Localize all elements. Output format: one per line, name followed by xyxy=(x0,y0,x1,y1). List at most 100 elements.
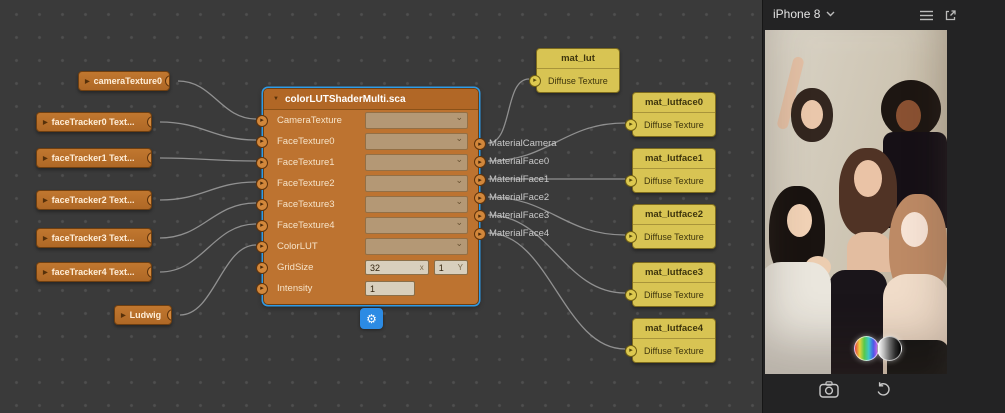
material-row-diffuse: Diffuse Texture xyxy=(625,113,715,136)
lut-swatch-grayscale[interactable] xyxy=(877,336,902,361)
input-socket[interactable] xyxy=(256,282,268,295)
output-socket[interactable] xyxy=(147,116,151,128)
output-label: MaterialFace0 xyxy=(489,155,550,167)
device-selector[interactable]: iPhone 8 xyxy=(773,7,835,21)
camera-preview[interactable] xyxy=(765,30,947,374)
input-socket[interactable] xyxy=(256,198,268,211)
node-mat-lutface2[interactable]: mat_lutface2 Diffuse Texture xyxy=(625,204,716,249)
node-mat-lutface4[interactable]: mat_lutface4 Diffuse Texture xyxy=(625,318,716,363)
menu-button[interactable] xyxy=(918,8,934,22)
node-mat-lut[interactable]: mat_lut Diffuse Texture xyxy=(529,48,620,93)
input-socket[interactable] xyxy=(256,135,268,148)
person-figure xyxy=(847,232,891,272)
input-socket[interactable] xyxy=(256,177,268,190)
shader-output-labels: MaterialCamera MaterialFace0 MaterialFac… xyxy=(489,134,557,242)
node-mat-lutface3[interactable]: mat_lutface3 Diffuse Texture xyxy=(625,262,716,307)
input-label: FaceTexture4 xyxy=(277,220,335,231)
facetexture3-dropdown[interactable] xyxy=(365,196,468,213)
connection-wire xyxy=(179,244,257,316)
node-facetracker4-texture[interactable]: ▶ faceTracker4 Text... xyxy=(36,262,152,282)
gear-icon: ⚙ xyxy=(366,311,377,326)
cameratexture-dropdown[interactable] xyxy=(365,112,468,129)
facetexture0-dropdown[interactable] xyxy=(365,133,468,150)
input-socket[interactable] xyxy=(625,288,637,301)
lut-swatch-rainbow[interactable] xyxy=(854,336,879,361)
y-axis-label: Y xyxy=(457,263,463,272)
node-facetracker2-texture[interactable]: ▶ faceTracker2 Text... xyxy=(36,190,152,210)
input-socket[interactable] xyxy=(256,219,268,232)
shader-row-cameratexture: CameraTexture xyxy=(256,110,478,131)
node-label: faceTracker4 Text... xyxy=(51,267,135,277)
node-facetracker0-texture[interactable]: ▶ faceTracker0 Text... xyxy=(36,112,152,132)
output-socket[interactable] xyxy=(165,75,169,87)
output-socket[interactable] xyxy=(147,266,151,278)
input-socket[interactable] xyxy=(625,118,637,131)
node-facetracker1-texture[interactable]: ▶ faceTracker1 Text... xyxy=(36,148,152,168)
material-node-title: mat_lut xyxy=(537,49,619,69)
facetexture1-dropdown[interactable] xyxy=(365,154,468,171)
input-socket[interactable] xyxy=(256,240,268,253)
connection-wire xyxy=(159,121,257,141)
material-row-diffuse: Diffuse Texture xyxy=(625,283,715,306)
input-socket[interactable] xyxy=(256,156,268,169)
node-mat-lutface1[interactable]: mat_lutface1 Diffuse Texture xyxy=(625,148,716,193)
node-ludwig-lut[interactable]: ▶ Ludwig xyxy=(114,305,172,325)
input-socket[interactable] xyxy=(529,74,541,87)
facetexture2-dropdown[interactable] xyxy=(365,175,468,192)
input-socket[interactable] xyxy=(625,174,637,187)
output-socket-materialface4[interactable] xyxy=(474,228,486,240)
diffuse-texture-label: Diffuse Texture xyxy=(644,175,704,186)
patch-canvas[interactable]: ▶ cameraTexture0 ▶ faceTracker0 Text... … xyxy=(0,0,762,413)
input-label: GridSize xyxy=(277,262,314,273)
node-label: faceTracker1 Text... xyxy=(51,153,135,163)
node-colorlutshadermulti[interactable]: ▼ colorLUTShaderMulti.sca CameraTexture … xyxy=(256,88,486,305)
output-socket-materialface2[interactable] xyxy=(474,192,486,204)
connection-wire xyxy=(159,202,257,239)
person-figure xyxy=(896,100,921,131)
node-label: faceTracker3 Text... xyxy=(51,233,135,243)
output-socket-materialcamera[interactable] xyxy=(474,138,486,150)
shader-row-facetexture1: FaceTexture1 xyxy=(256,152,478,173)
shader-row-facetexture0: FaceTexture0 xyxy=(256,131,478,152)
facetexture4-dropdown[interactable] xyxy=(365,217,468,234)
popout-button[interactable] xyxy=(942,8,958,22)
edit-shader-button[interactable]: ⚙ xyxy=(360,308,383,329)
node-label: faceTracker2 Text... xyxy=(51,195,135,205)
intensity-value: 1 xyxy=(370,283,376,294)
output-socket[interactable] xyxy=(167,309,171,321)
collapsed-triangle-icon: ▶ xyxy=(43,119,48,126)
gridsize-y-field[interactable]: 1 Y xyxy=(433,260,468,275)
colorlut-dropdown[interactable] xyxy=(365,238,468,255)
input-label: ColorLUT xyxy=(277,241,318,252)
capture-button[interactable] xyxy=(817,378,841,400)
intensity-field[interactable]: 1 xyxy=(365,281,415,296)
input-socket[interactable] xyxy=(625,344,637,357)
person-figure xyxy=(801,100,823,129)
expanded-triangle-icon: ▼ xyxy=(273,96,279,102)
output-socket[interactable] xyxy=(147,194,151,206)
material-node-title: mat_lutface3 xyxy=(633,263,715,283)
person-figure xyxy=(901,212,928,247)
node-facetracker3-texture[interactable]: ▶ faceTracker3 Text... xyxy=(36,228,152,248)
node-mat-lutface0[interactable]: mat_lutface0 Diffuse Texture xyxy=(625,92,716,137)
collapsed-triangle-icon: ▶ xyxy=(121,312,126,319)
output-label: MaterialFace1 xyxy=(489,173,550,185)
input-socket[interactable] xyxy=(256,261,268,274)
output-socket[interactable] xyxy=(147,152,151,164)
shader-row-facetexture2: FaceTexture2 xyxy=(256,173,478,194)
gridsize-x-field[interactable]: 32 x xyxy=(365,260,429,275)
shader-node-header[interactable]: ▼ colorLUTShaderMulti.sca xyxy=(264,89,478,110)
output-socket-materialface1[interactable] xyxy=(474,174,486,186)
input-socket[interactable] xyxy=(625,230,637,243)
output-label: MaterialFace3 xyxy=(489,209,550,221)
output-socket-materialface0[interactable] xyxy=(474,156,486,168)
collapsed-triangle-icon: ▶ xyxy=(43,155,48,162)
input-socket[interactable] xyxy=(256,114,268,127)
material-row-diffuse: Diffuse Texture xyxy=(625,225,715,248)
output-socket-materialface3[interactable] xyxy=(474,210,486,222)
chevron-down-icon xyxy=(826,11,835,17)
diffuse-texture-label: Diffuse Texture xyxy=(644,231,704,242)
rotate-device-button[interactable] xyxy=(871,378,895,400)
output-socket[interactable] xyxy=(147,232,151,244)
node-cameratexture0[interactable]: ▶ cameraTexture0 xyxy=(78,71,170,91)
